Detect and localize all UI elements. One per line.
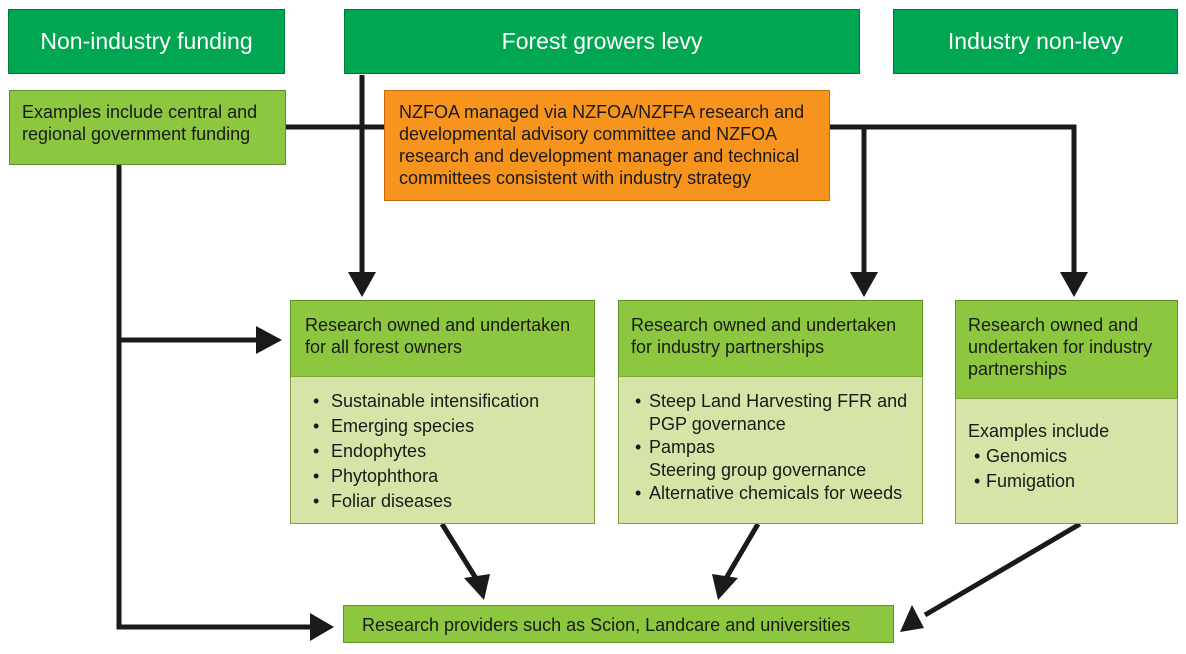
all-owners-title: Research owned and undertaken for all fo… (290, 300, 595, 377)
partnerships-title: Research owned and undertaken for indust… (618, 300, 923, 377)
list-item: Steep Land Harvesting FFR and PGP govern… (629, 390, 912, 436)
arrow-head (1060, 272, 1088, 297)
industry-partnerships-title: Research owned and undertaken for indust… (955, 300, 1178, 399)
partnerships-list-box: Steep Land Harvesting FFR and PGP govern… (618, 376, 923, 524)
header-non-industry-funding: Non-industry funding (8, 9, 285, 74)
list-item: Pampas Steering group governance (629, 436, 912, 482)
list-item: Sustainable intensification (307, 389, 578, 414)
examples-intro: Examples include (968, 421, 1110, 441)
header-forest-growers-levy: Forest growers levy (344, 9, 860, 74)
arrow-head (712, 574, 738, 600)
industry-partnerships-list: Genomics Fumigation (968, 444, 1165, 494)
non-industry-examples: Examples include central and regional go… (9, 90, 286, 165)
arrow-head (850, 272, 878, 297)
industry-partnerships-box: Examples include Genomics Fumigation (955, 398, 1178, 524)
all-owners-list-box: Sustainable intensification Emerging spe… (290, 376, 595, 524)
list-item: Fumigation (968, 469, 1165, 494)
arrow-head (900, 605, 924, 632)
all-owners-list: Sustainable intensification Emerging spe… (307, 389, 578, 514)
arrow-head (464, 574, 490, 600)
list-item: Endophytes (307, 439, 578, 464)
arrow-head (310, 613, 334, 641)
arrow-head (256, 326, 282, 354)
research-providers-box: Research providers such as Scion, Landca… (343, 605, 894, 643)
list-item: Alternative chemicals for weeds (629, 482, 912, 505)
list-item: Genomics (968, 444, 1165, 469)
nzfoa-managed-box: NZFOA managed via NZFOA/NZFFA research a… (384, 90, 830, 201)
header-industry-non-levy: Industry non-levy (893, 9, 1178, 74)
arrow-head (348, 272, 376, 297)
list-item: Emerging species (307, 414, 578, 439)
partnerships-list: Steep Land Harvesting FFR and PGP govern… (629, 390, 912, 505)
list-item: Phytophthora (307, 464, 578, 489)
list-item: Foliar diseases (307, 489, 578, 514)
